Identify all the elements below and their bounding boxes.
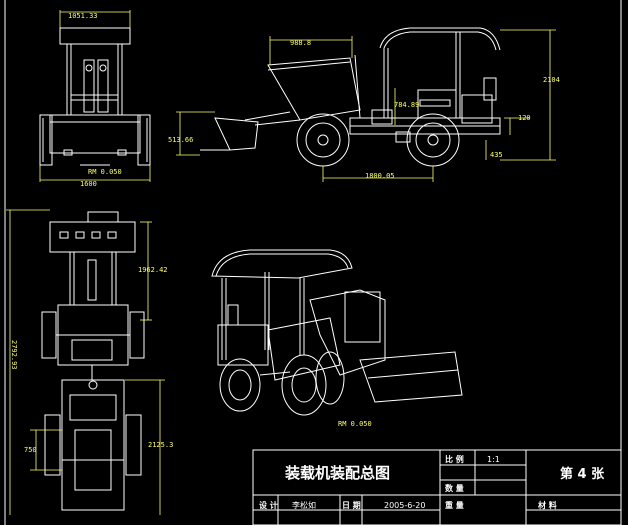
top-length-total-label: 2792.93 xyxy=(10,340,18,370)
front-view-dims xyxy=(39,10,151,182)
title-sheet-number: 第 4 张 xyxy=(560,466,605,482)
top-small-len-label: 750 xyxy=(24,446,37,454)
title-date-label: 日 期 xyxy=(342,500,361,510)
title-weight-label: 重 量 xyxy=(445,500,464,510)
front-view xyxy=(39,27,151,166)
side-bucket-height-label: 513.66 xyxy=(168,136,193,144)
iso-scale-note: RM 0.050 xyxy=(338,420,372,428)
title-qty-label: 数 量 xyxy=(445,483,464,493)
iso-view xyxy=(211,249,463,416)
title-designer-name: 李松如 xyxy=(292,500,316,510)
top-view-dims xyxy=(6,209,165,515)
title-material-label: 材 料 xyxy=(538,500,557,510)
front-width-bottom-label: 1600 xyxy=(80,180,97,188)
title-scale-value: 1:1 xyxy=(487,455,500,464)
side-wheelbase-label: 1800.05 xyxy=(365,172,395,180)
side-axle-offset-label: 120 xyxy=(518,114,531,122)
title-block xyxy=(252,449,622,525)
title-date-value: 2005-6-20 xyxy=(384,501,425,510)
side-dim-top-label: 988.8 xyxy=(290,39,311,47)
title-block-title: 装载机装配总图 xyxy=(284,464,390,482)
top-view xyxy=(41,211,145,511)
side-mid-height-label: 784.89 xyxy=(394,101,419,109)
title-scale-label: 比 例 xyxy=(445,454,464,464)
side-view-dims xyxy=(176,29,556,182)
side-height-total-label: 2104 xyxy=(543,76,560,84)
title-design-label: 设 计 xyxy=(259,500,278,510)
side-view xyxy=(200,27,501,167)
side-ground-clear-label: 435 xyxy=(490,151,503,159)
top-lower-len-label: 2125.3 xyxy=(148,441,173,449)
top-upper-len-label: 1962.42 xyxy=(138,266,168,274)
front-width-top-label: 1051.33 xyxy=(68,12,98,20)
front-scale-note: RM 0.050 xyxy=(88,168,122,176)
